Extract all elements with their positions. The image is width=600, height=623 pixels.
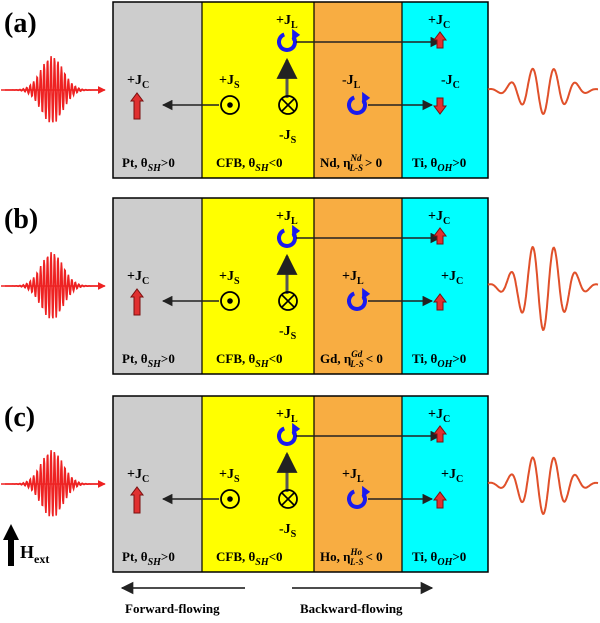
incoming-pulse [1, 56, 106, 123]
ti-top-label: +JC [428, 13, 450, 31]
orbital-curl-top [277, 224, 301, 248]
js-bottom-label: -JS [279, 324, 297, 342]
stack-border [112, 197, 489, 375]
js-bottom-label: -JS [279, 128, 297, 146]
pt-jc-label: +JC [127, 73, 149, 91]
orbital-curl-re [347, 287, 371, 311]
layer-pt [113, 198, 202, 374]
stack-border [112, 395, 489, 573]
ti-bottom-label: -JC [441, 73, 460, 91]
ti-bottom-current-arrow [433, 491, 447, 509]
ti-top-label: +JC [428, 407, 450, 425]
js-left-label: +JS [219, 269, 240, 287]
pt-layer-label: Pt, θSH>0 [122, 351, 175, 370]
re-jl-label: +JL [342, 269, 364, 287]
backward-label: Backward-flowing [300, 601, 403, 616]
spin-cross-symbol [278, 489, 298, 509]
orbital-curl-re [347, 485, 371, 509]
stack-border [112, 1, 489, 179]
cfb-layer-label: CFB, θSH<0 [216, 549, 283, 568]
layer-ti [402, 2, 488, 178]
js-left-label: +JS [219, 467, 240, 485]
spin-dot-symbol [220, 489, 240, 509]
pt-jc-label: +JC [127, 269, 149, 287]
incoming-pulse [1, 450, 106, 517]
layer-ti [402, 396, 488, 572]
forward-flowing: Forward-flowing [120, 581, 245, 616]
orbital-curl-top [277, 28, 301, 52]
ti-top-current-arrow [433, 227, 447, 245]
js-bottom-label: -JS [279, 522, 297, 540]
spin-dot-symbol [220, 95, 240, 115]
ti-bottom-label: +JC [441, 269, 463, 287]
layer-rare-earth [314, 198, 402, 374]
ti-bottom-current-arrow [433, 293, 447, 311]
pt-layer-label: Pt, θSH>0 [122, 155, 175, 174]
hext-arrow [3, 524, 19, 566]
orbital-curl-re [347, 91, 371, 115]
jl-top-label: +JL [276, 407, 298, 425]
ti-layer-label: Ti, θOH>0 [412, 351, 466, 370]
jl-top-label: +JL [276, 13, 298, 31]
forward-label: Forward-flowing [125, 601, 220, 616]
ti-bottom-label: +JC [441, 467, 463, 485]
cfb-layer-label: CFB, θSH<0 [216, 155, 283, 174]
pt-current-arrow [130, 486, 144, 514]
ti-top-current-arrow [433, 31, 447, 49]
ti-layer-label: Ti, θOH>0 [412, 549, 466, 568]
layer-ti [402, 198, 488, 374]
pt-current-arrow [130, 92, 144, 120]
panel-letter: (a) [4, 8, 37, 39]
panel-letter: (c) [4, 402, 35, 433]
ti-top-current-arrow [433, 425, 447, 443]
pt-layer-label: Pt, θSH>0 [122, 549, 175, 568]
pt-jc-label: +JC [127, 467, 149, 485]
ti-layer-label: Ti, θOH>0 [412, 155, 466, 174]
pt-current-arrow [130, 288, 144, 316]
layer-pt [113, 2, 202, 178]
layer-pt [113, 396, 202, 572]
cfb-layer-label: CFB, θSH<0 [216, 351, 283, 370]
ti-top-label: +JC [428, 209, 450, 227]
incoming-pulse [1, 252, 106, 319]
jl-top-label: +JL [276, 209, 298, 227]
hext-label: Hext [20, 542, 49, 566]
spin-dot-symbol [220, 291, 240, 311]
js-left-label: +JS [219, 73, 240, 91]
layer-rare-earth [314, 396, 402, 572]
orbital-curl-top [277, 422, 301, 446]
layer-rare-earth [314, 2, 402, 178]
hext-indicator: Hext [3, 524, 49, 566]
emitted-thz-wave [487, 456, 599, 515]
spin-cross-symbol [278, 95, 298, 115]
panel-a: (a) +JL +JS -JS +JC -JL +JC -JC Pt, θSH>0 CFB, θS… [1, 1, 598, 179]
spin-cross-symbol [278, 291, 298, 311]
ti-bottom-current-arrow [433, 97, 447, 115]
re-jl-label: +JL [342, 467, 364, 485]
backward-flowing: Backward-flowing [292, 581, 434, 616]
panel-letter: (b) [4, 204, 38, 235]
emitted-thz-wave [487, 245, 599, 332]
panel-b: (b) +JL +JS -JS +JC +JL +JC +JC Pt, θSH>0 CFB, θS… [1, 197, 599, 375]
emitted-thz-wave [487, 67, 598, 115]
panel-c: (c) +JL +JS -JS +JC +JL +JC +JC Pt, θSH>0 CFB, θS… [1, 395, 599, 573]
re-jl-label: -JL [342, 73, 361, 91]
